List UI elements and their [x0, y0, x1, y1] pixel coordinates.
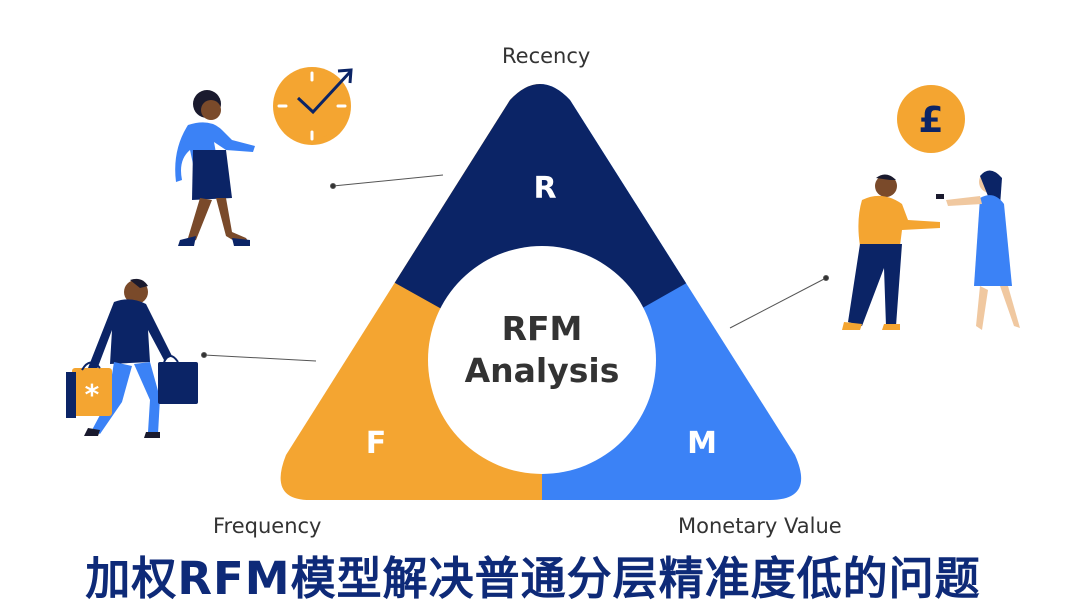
center-circle: [428, 246, 656, 474]
walking-woman-figure: [175, 90, 255, 246]
connector-recency: [332, 174, 444, 187]
label-monetary-value: Monetary Value: [678, 514, 842, 538]
connector-lines: [201, 174, 829, 362]
connector-monetary: [729, 277, 827, 329]
letter-r: R: [533, 171, 556, 206]
currency-symbol: £: [918, 100, 943, 141]
pound-coin-icon: £: [897, 85, 965, 153]
segment-recency: [300, 84, 780, 365]
shopping-bag-navy: [158, 362, 198, 404]
clock-icon: [273, 67, 353, 145]
center-line2: Analysis: [465, 351, 620, 390]
label-recency: Recency: [502, 44, 591, 68]
shopper-figure: *: [66, 278, 198, 438]
letter-f: F: [366, 426, 387, 461]
connector-frequency: [203, 354, 317, 362]
label-frequency: Frequency: [213, 514, 322, 538]
center-line1: RFM: [502, 309, 583, 348]
payment-couple-figure: [842, 170, 1020, 330]
svg-text:*: *: [85, 378, 100, 411]
caption-title: 加权RFM模型解决普通分层精准度低的问题: [85, 552, 981, 605]
shopping-bag-orange: [72, 368, 112, 416]
letter-m: M: [687, 426, 717, 461]
